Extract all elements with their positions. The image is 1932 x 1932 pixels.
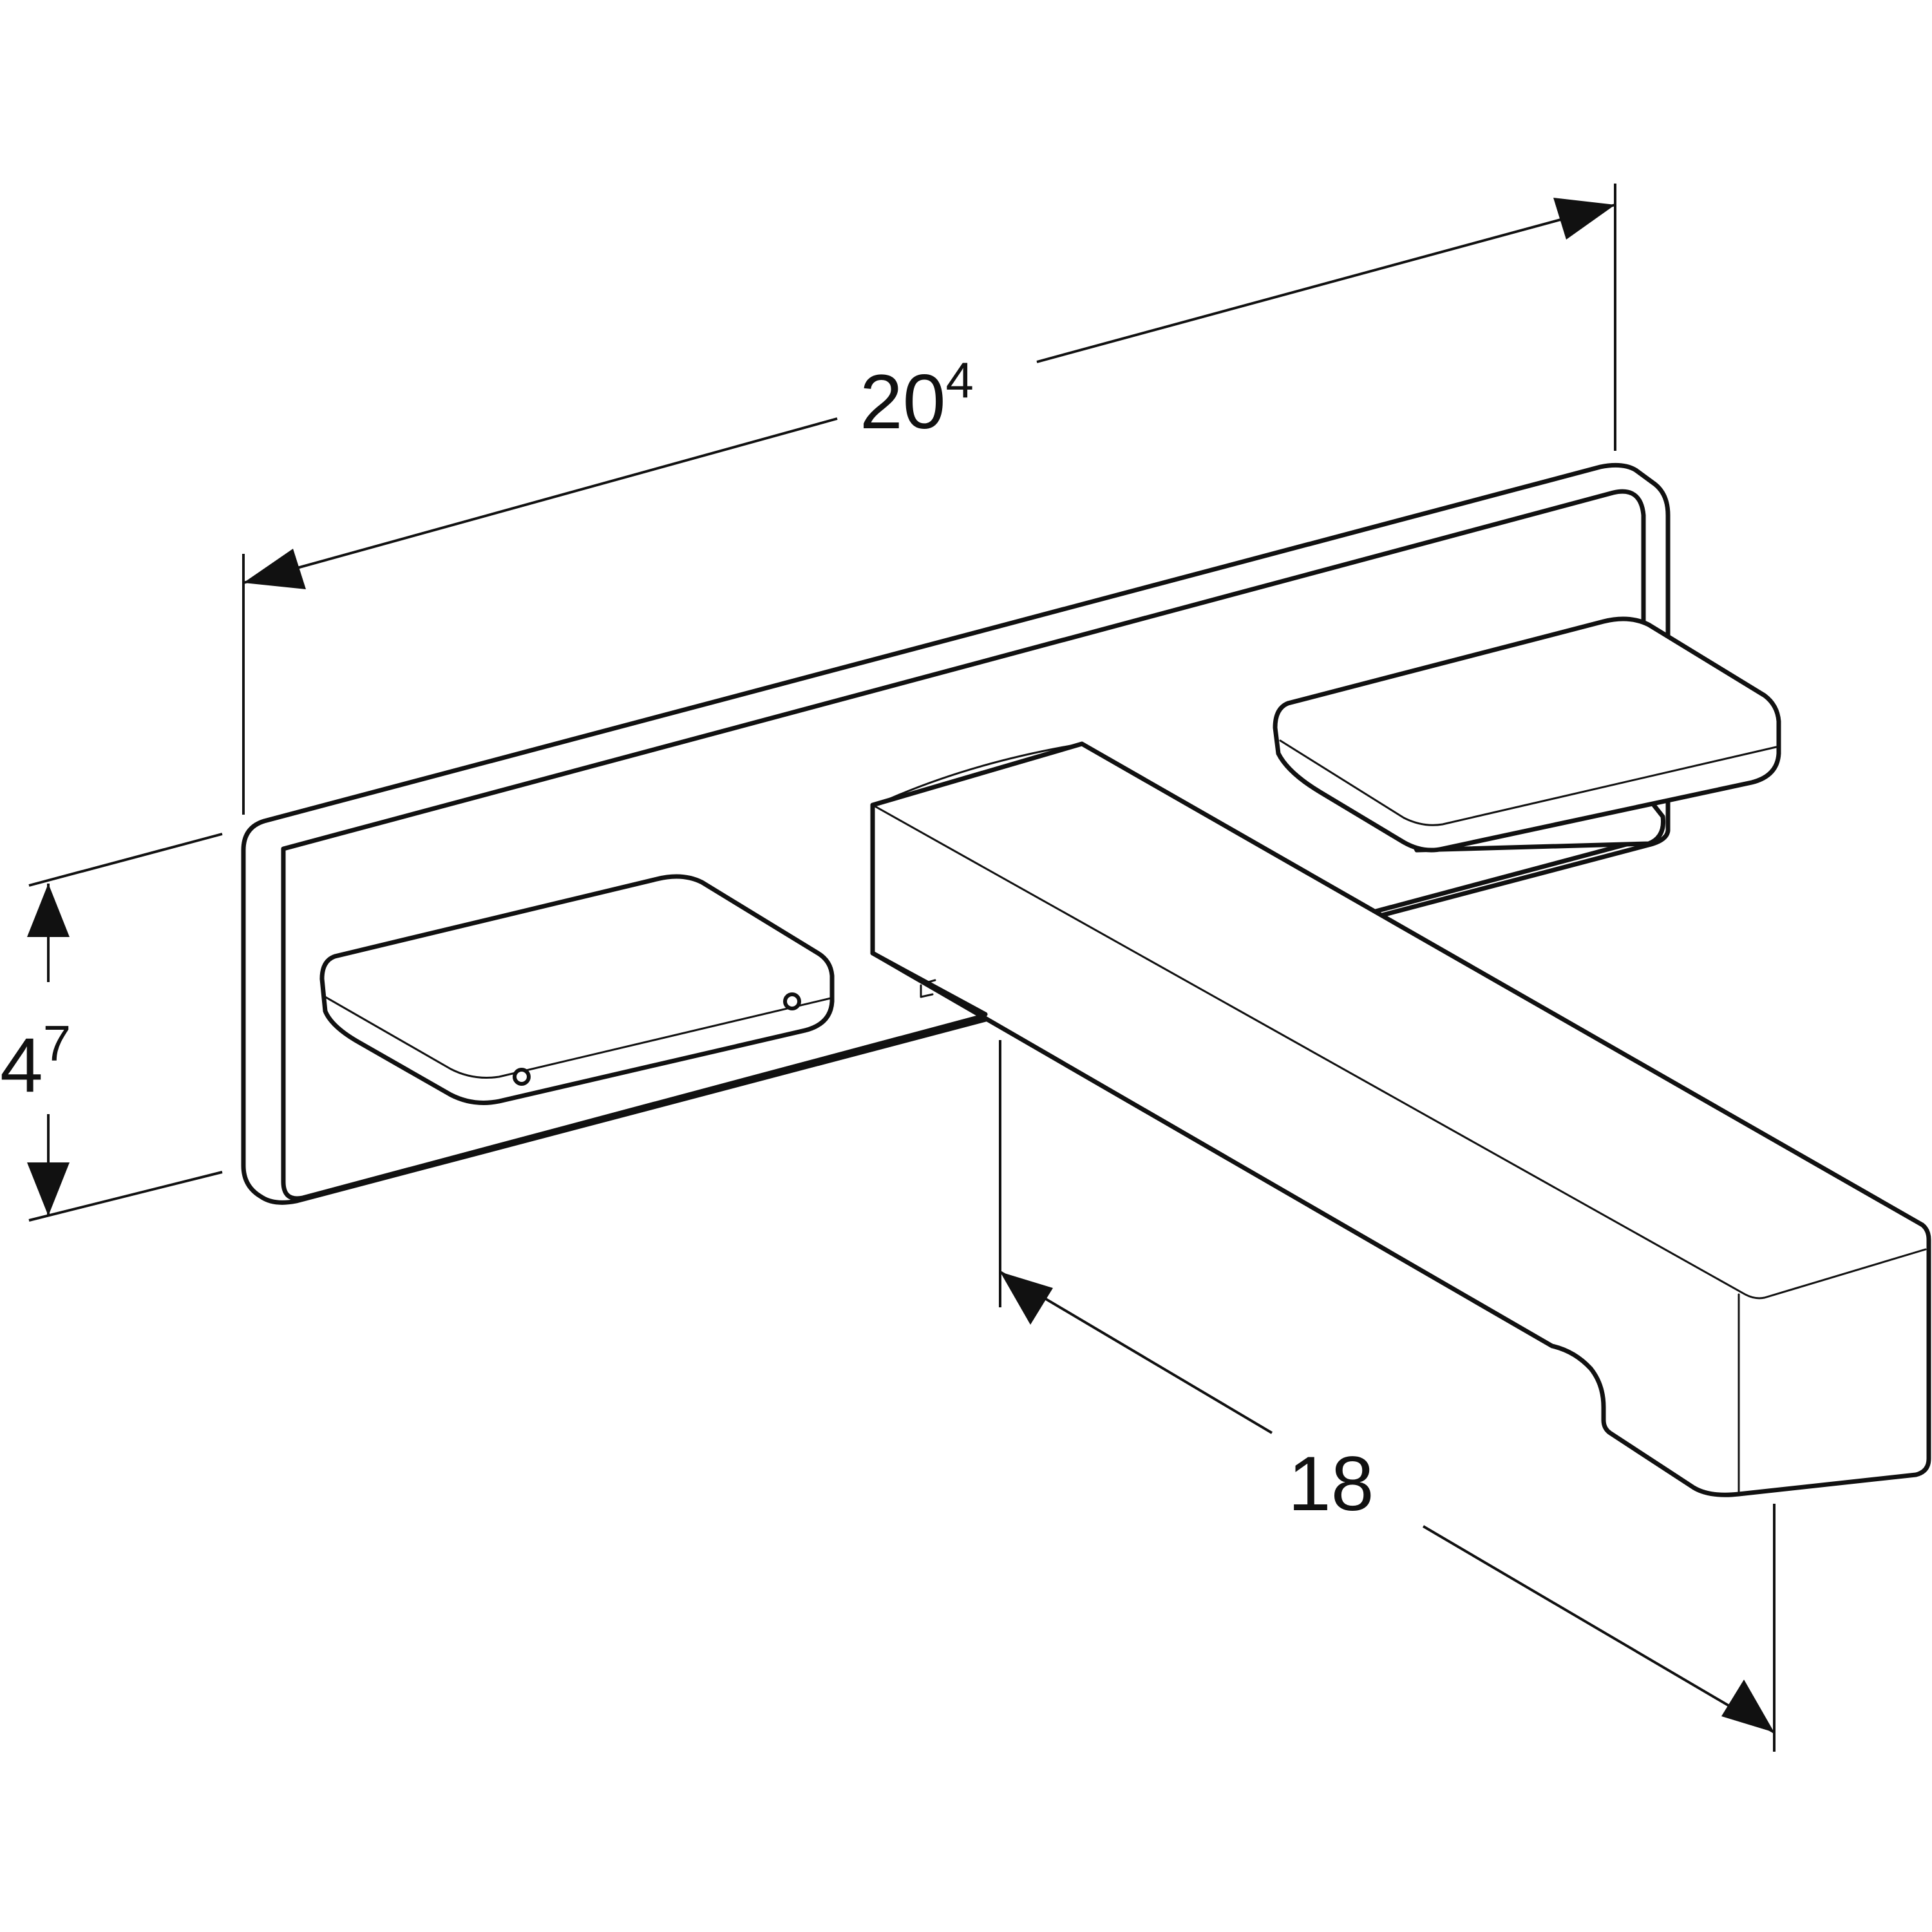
- left-handle-hole-1: [783, 992, 801, 1010]
- spout-top-edge: [871, 804, 1927, 1300]
- spout-lower-shadow: [870, 951, 988, 1017]
- width-dimension: 204: [242, 184, 1616, 815]
- left-handle-edge: [324, 996, 832, 1079]
- width-arrow-left: [243, 549, 306, 589]
- height-label: 47: [0, 1015, 71, 1108]
- spout-highlight: [875, 743, 1083, 806]
- right-handle-top: [1273, 616, 1781, 853]
- left-handle-top: [319, 874, 835, 1105]
- width-arrow-right: [1553, 198, 1615, 240]
- projection-arrow-right: [1721, 1680, 1774, 1732]
- spout: [870, 741, 1931, 1497]
- height-dimension: 47: [0, 833, 223, 1222]
- width-dimension-line-right: [1036, 204, 1616, 363]
- spout-projection-dimension: 18: [999, 1040, 1776, 1752]
- height-arrow-bottom: [27, 1162, 70, 1216]
- projection-dimension-line-right: [1422, 1525, 1776, 1734]
- height-arrow-top: [27, 884, 70, 937]
- height-extension-bottom: [28, 1171, 223, 1222]
- left-handle-hole-2: [513, 1068, 531, 1086]
- right-handle: [1273, 616, 1781, 853]
- width-label: 204: [860, 352, 974, 445]
- spout-body: [870, 741, 1931, 1497]
- width-dimension-line-left: [243, 417, 838, 584]
- left-handle: [319, 874, 835, 1105]
- spout-base-mark: [920, 979, 936, 998]
- projection-arrow-left: [1000, 1272, 1053, 1325]
- height-extension-top: [28, 833, 223, 887]
- projection-label: 18: [1288, 1441, 1374, 1527]
- right-handle-edge: [1279, 739, 1777, 826]
